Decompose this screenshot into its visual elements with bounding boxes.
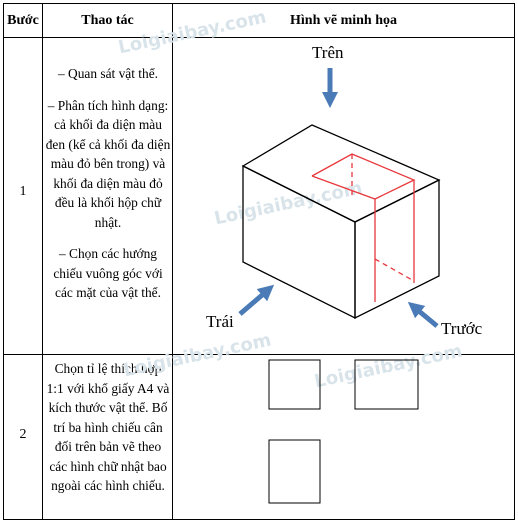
step-2-actions: Chọn tỉ lệ thích hợp 1:1 với khổ giấy A4… bbox=[45, 359, 171, 496]
arrow-front-view bbox=[407, 301, 439, 328]
header-step: Bước bbox=[7, 12, 39, 28]
inner-block-top-outline bbox=[311, 153, 416, 200]
projection-frame-front bbox=[268, 359, 321, 410]
column-divider bbox=[42, 4, 43, 519]
step-1-actions: – Quan sát vật thể. – Phân tích hình dạn… bbox=[45, 64, 171, 303]
action-text: – Chọn các hướng chiếu vuông góc với các… bbox=[53, 246, 163, 300]
label-left: Trái bbox=[206, 312, 234, 331]
action-text: Chọn tỉ lệ thích hợp 1:1 với khổ giấy A4… bbox=[46, 361, 170, 493]
step-number: 2 bbox=[19, 427, 27, 442]
row-divider bbox=[4, 354, 514, 355]
procedure-table: Bước Thao tác Hình vẽ minh họa 1 – Quan … bbox=[3, 3, 515, 520]
box-top-face bbox=[241, 124, 441, 223]
projection-frame-side bbox=[354, 359, 419, 410]
inner-block-hidden-edge bbox=[374, 258, 415, 282]
header-action: Thao tác bbox=[81, 12, 134, 28]
column-divider bbox=[172, 4, 173, 519]
box-right-face bbox=[354, 178, 440, 320]
box-isometric-figure bbox=[241, 124, 441, 320]
action-text: – Quan sát vật thể. bbox=[57, 66, 159, 81]
arrow-left-view bbox=[238, 284, 275, 316]
header-illustration: Hình vẽ minh họa bbox=[290, 12, 397, 28]
row-divider bbox=[4, 37, 514, 38]
label-front: Trước bbox=[441, 319, 483, 338]
projection-frame-top bbox=[268, 439, 321, 504]
step-number: 1 bbox=[19, 184, 27, 199]
label-top: Trên bbox=[312, 43, 344, 62]
action-text: – Phân tích hình dạng: cả khối đa diện m… bbox=[45, 97, 171, 230]
